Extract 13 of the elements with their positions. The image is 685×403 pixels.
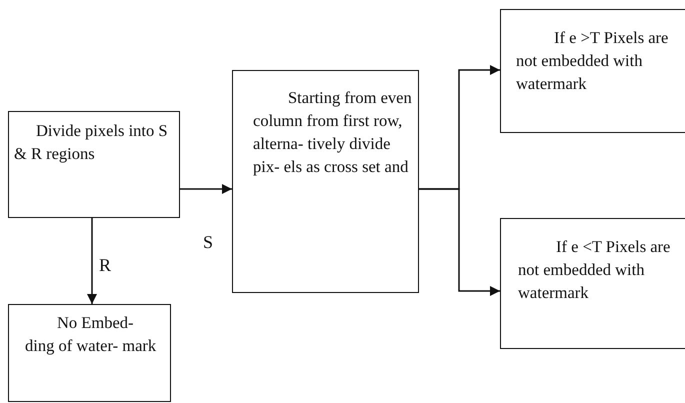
process-box xyxy=(500,218,685,349)
arrow xyxy=(87,218,97,304)
process-box xyxy=(232,70,419,293)
process-box xyxy=(8,304,171,402)
arrow xyxy=(419,188,500,296)
arrow xyxy=(180,184,232,194)
process-box xyxy=(500,9,685,133)
box-text: No Embed- ding of water- mark xyxy=(25,312,158,357)
process-box xyxy=(8,111,180,218)
box-text: Starting from even column from first row, alterna- tively divide pix- els as cross set and xyxy=(253,87,413,178)
box-text: Divide pixels into S & R regions xyxy=(14,120,169,165)
box-text: If e <T Pixels are not embedded with watermark xyxy=(518,236,672,304)
box-text: If e >T Pixels are not embedded with watermark xyxy=(516,27,670,95)
